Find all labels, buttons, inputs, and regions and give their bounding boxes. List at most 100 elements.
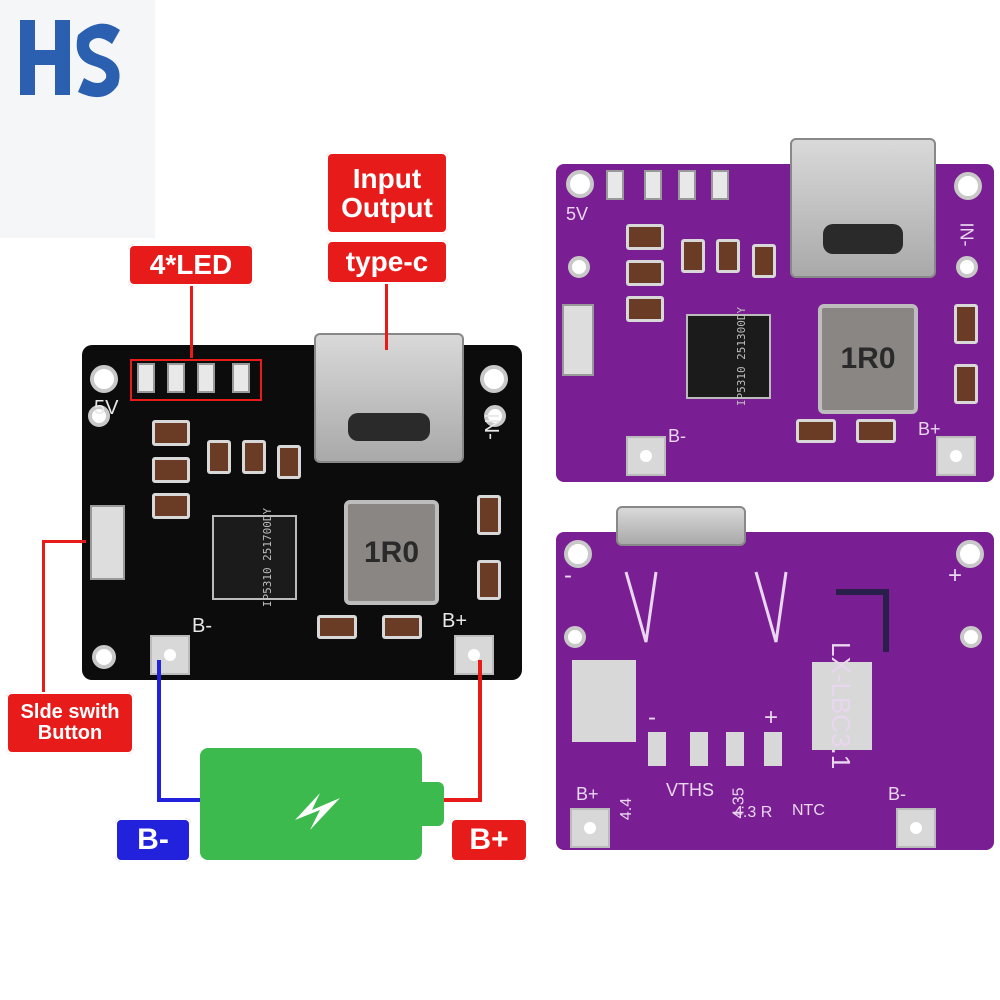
solder-pad xyxy=(764,732,782,766)
mount-hole xyxy=(484,405,506,427)
solder-pad xyxy=(726,732,744,766)
battery-terminal xyxy=(422,782,444,826)
brand-logo xyxy=(20,20,120,98)
silk-plus: + xyxy=(764,704,779,731)
capacitor xyxy=(796,419,836,443)
capacitor xyxy=(152,493,190,519)
capacitor xyxy=(477,495,501,535)
callout-b-minus: B- xyxy=(115,818,191,862)
capacitor xyxy=(152,457,190,483)
capacitor xyxy=(152,420,190,446)
inductor: 1R0 xyxy=(344,500,439,605)
bminus-wire xyxy=(157,660,161,802)
black-pcb-board: 5V IN- IP5310 251700DY 1R0 B- B+ xyxy=(82,333,522,680)
capacitor xyxy=(716,239,740,273)
mount-hole xyxy=(566,170,594,198)
callout-b-plus: B+ xyxy=(450,818,528,862)
silk-bplus: B+ xyxy=(576,784,599,804)
mount-hole xyxy=(960,626,982,648)
silk-bplus: B+ xyxy=(918,419,941,439)
mount-hole xyxy=(564,540,592,568)
battery-icon xyxy=(200,748,422,860)
leader-line xyxy=(42,540,86,543)
slide-switch[interactable] xyxy=(90,505,125,580)
mount-hole xyxy=(92,645,116,669)
leader-line xyxy=(385,284,388,350)
pcb-traces xyxy=(624,571,889,652)
bplus-wire xyxy=(478,660,482,802)
capacitor xyxy=(954,304,978,344)
silk-in: IN- xyxy=(479,413,502,440)
bplus-pad xyxy=(936,436,976,476)
callout-type-c: type-c xyxy=(326,240,448,284)
silk-plus-corner: + xyxy=(948,562,963,589)
capacitor xyxy=(856,419,896,443)
brand-logo-area xyxy=(0,0,155,238)
led xyxy=(197,363,215,393)
model-label: LX-LBC3.1 xyxy=(826,642,856,770)
silk-bminus: B- xyxy=(888,784,906,804)
capacitor xyxy=(382,615,422,639)
solder-pad xyxy=(812,662,872,750)
solder-pad xyxy=(648,732,666,766)
mount-hole xyxy=(568,256,590,278)
silk-minus: - xyxy=(648,704,656,731)
mount-hole xyxy=(956,256,978,278)
led xyxy=(606,170,624,200)
mount-hole xyxy=(956,540,984,568)
silk-5v: 5V xyxy=(94,397,119,419)
silk-bminus: B- xyxy=(668,426,686,446)
led xyxy=(711,170,729,200)
solder-pad xyxy=(690,732,708,766)
silk-ntc: NTC xyxy=(792,802,825,819)
capacitor xyxy=(626,224,664,250)
solder-pad xyxy=(572,660,636,742)
usb-c-connector xyxy=(314,333,464,463)
callout-4-led: 4*LED xyxy=(128,244,254,286)
led xyxy=(137,363,155,393)
chip-marking: IP5310 251300DY xyxy=(735,306,749,407)
callout-slide-switch: Slde swith Button xyxy=(6,692,134,754)
leader-line xyxy=(42,540,45,692)
capacitor xyxy=(317,615,357,639)
lightning-icon xyxy=(295,793,340,830)
silk-vths: VTHS xyxy=(666,780,715,800)
silk-minus-corner: - xyxy=(564,562,572,589)
silk-5v: 5V xyxy=(566,204,589,224)
capacitor xyxy=(626,260,664,286)
led xyxy=(232,363,250,393)
ip5310-chip: IP5310 251700DY xyxy=(212,508,297,607)
mount-hole xyxy=(564,626,586,648)
silk-4-4: 4.4 xyxy=(618,797,636,821)
callout-input-output: Input Output xyxy=(326,152,448,234)
mount-hole xyxy=(88,405,110,427)
silk-bminus: B- xyxy=(192,615,212,637)
mount-hole xyxy=(90,365,118,393)
capacitor xyxy=(477,560,501,600)
chip-marking: IP5310 251700DY xyxy=(261,507,275,608)
slide-switch[interactable] xyxy=(562,304,594,376)
led xyxy=(644,170,662,200)
silk-bplus: B+ xyxy=(442,610,468,632)
bminus-pad xyxy=(896,808,936,848)
capacitor xyxy=(242,440,266,474)
usb-c-connector xyxy=(790,138,936,278)
bplus-pad xyxy=(454,635,494,675)
inductor: 1R0 xyxy=(818,304,918,414)
silk-r: 4.3 R xyxy=(734,804,773,821)
capacitor xyxy=(207,440,231,474)
bminus-pad xyxy=(150,635,190,675)
usb-c-connector xyxy=(616,506,746,546)
led xyxy=(678,170,696,200)
capacitor xyxy=(954,364,978,404)
capacitor xyxy=(752,244,776,278)
silk-in: IN- xyxy=(956,222,977,247)
capacitor xyxy=(681,239,705,273)
purple-pcb-bottom: - + + - LX-LBC3.1 VTHS 4.4 4.35 4.3 R NT… xyxy=(556,506,994,850)
bminus-pad xyxy=(626,436,666,476)
mount-hole xyxy=(954,172,982,200)
led xyxy=(167,363,185,393)
bplus-pad xyxy=(570,808,610,848)
purple-pcb-top: 5V IN- IP5310 251300DY 1R0 B- B+ xyxy=(556,138,994,482)
leader-line xyxy=(190,286,193,358)
